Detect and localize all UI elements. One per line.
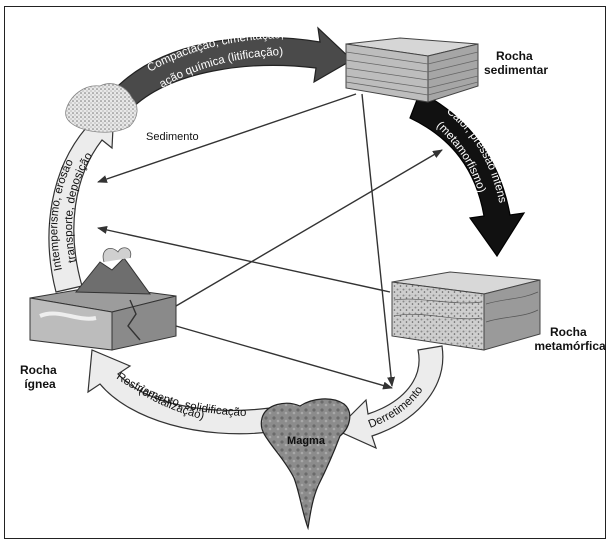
arrow-sedimentary-to-magma bbox=[361, 93, 396, 387]
sedimentary-rock-illustration bbox=[345, 37, 479, 103]
sediment-illustration bbox=[65, 83, 138, 133]
internal-arrows bbox=[97, 93, 443, 390]
melting-arrow bbox=[334, 345, 444, 450]
metamorphic-rock-illustration bbox=[391, 271, 541, 351]
igneous-rock-label: Rocha ígnea bbox=[20, 363, 60, 391]
sediment-label: Sedimento bbox=[146, 131, 199, 143]
metamorphic-rock-label: Rocha metamórfica bbox=[534, 325, 606, 353]
sedimentary-rock-label: Rocha sedimentar bbox=[484, 49, 548, 77]
arrow-igneous-to-sedimentary bbox=[175, 149, 443, 307]
magma-label: Magma bbox=[287, 435, 326, 447]
metamorphism-arrow bbox=[409, 91, 526, 258]
magma-illustration bbox=[260, 398, 351, 531]
arrow-igneous-to-magma bbox=[175, 325, 393, 390]
solidification-arrow bbox=[87, 349, 271, 435]
diagram-frame bbox=[4, 6, 606, 539]
arrow-sedimentary-to-sediment bbox=[97, 93, 357, 183]
arrow-metamorphic-to-sediment bbox=[97, 226, 391, 293]
igneous-rock-illustration bbox=[29, 247, 177, 351]
